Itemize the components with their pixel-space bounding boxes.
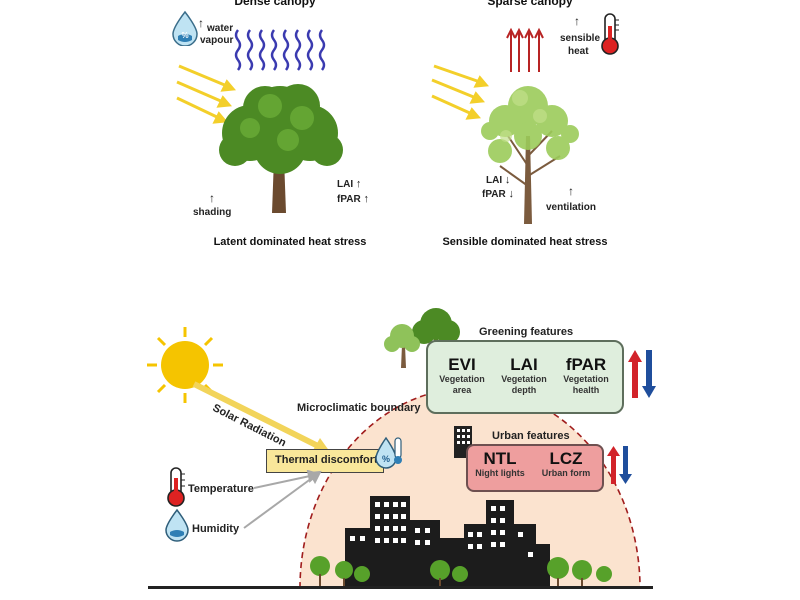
greening-features-box: [426, 340, 624, 414]
lcz-code: LCZ: [549, 449, 583, 468]
greening-feature-fpar: fPAR Vegetation health: [555, 356, 617, 396]
evi-code: EVI: [448, 355, 476, 374]
greening-up-down-arrows: [628, 350, 656, 398]
city-skyline: [310, 496, 612, 588]
dense-canopy-heading: Dense canopy: [234, 0, 316, 8]
thermal-humidity-icon: %: [375, 436, 402, 469]
urban-up-down-arrows: [607, 446, 632, 484]
sensible-heat-stress-caption: Sensible dominated heat stress: [442, 236, 608, 248]
ntl-code: NTL: [483, 449, 517, 468]
shading-label: shading: [193, 207, 232, 218]
urban-features-title: Urban features: [492, 430, 570, 442]
evi-desc-1: Vegetation: [439, 374, 485, 384]
sparse-tree-image: [481, 86, 579, 224]
sunlight-rays-dense: [176, 64, 237, 124]
humidity-drop-icon: [165, 508, 189, 542]
greening-features-title: Greening features: [479, 326, 574, 338]
dense-fpar-label: fPAR ↑: [337, 193, 369, 205]
thermal-discomfort-box: [266, 449, 384, 473]
sparse-lai-label: LAI ↓: [486, 174, 511, 186]
sensible-heat-up-arrow: ↑: [574, 14, 580, 28]
sparse-fpar-down-arrow: ↓: [508, 188, 514, 200]
humidity-label: Humidity: [192, 523, 240, 535]
greening-feature-lai: LAI Vegetation depth: [494, 356, 554, 396]
svg-text:%: %: [382, 454, 390, 464]
lai-code: LAI: [510, 355, 538, 374]
fpar-code: fPAR: [565, 355, 607, 374]
water-vapour-label-1: water: [207, 23, 234, 34]
water-vapour-waves: [234, 29, 326, 71]
urban-feature-ntl: NTL Night lights: [470, 450, 530, 479]
dense-tree-image: [219, 84, 343, 213]
dense-lai-label: LAI ↑: [337, 178, 362, 190]
greening-trees-image: [384, 308, 460, 368]
urban-features-box: [466, 444, 604, 492]
microclimatic-boundary-label: Microclimatic boundary: [297, 402, 421, 414]
sparse-canopy-heading: Sparse canopy: [487, 0, 573, 8]
fpar-desc-1: Vegetation: [563, 374, 609, 384]
top-panel: Dense canopy Sparse canopy % ↑ water vap…: [0, 0, 800, 260]
lai-desc-1: Vegetation: [501, 374, 547, 384]
water-vapour-label-2: vapour: [200, 35, 234, 46]
lai-desc-2: depth: [511, 385, 537, 395]
sensible-heat-label-1: sensible: [560, 33, 601, 44]
sparse-fpar-label: fPAR ↓: [482, 188, 514, 200]
sensible-heat-arrows: [506, 27, 544, 72]
sunlight-rays-sparse: [431, 64, 490, 120]
ground-line: [148, 586, 653, 589]
thermal-discomfort-label: Thermal discomfort: [275, 454, 378, 466]
ventilation-up-arrow: ↑: [568, 184, 574, 198]
dense-fpar-up-arrow: ↑: [363, 193, 369, 205]
svg-text:%: %: [181, 31, 188, 40]
urban-feature-lcz: LCZ Urban form: [536, 450, 596, 479]
water-vapour-up-arrow: ↑: [198, 16, 204, 30]
latent-heat-stress-caption: Latent dominated heat stress: [213, 236, 367, 248]
temperature-thermometer-icon: [167, 467, 185, 507]
evi-desc-2: area: [452, 385, 472, 395]
dense-lai-up-arrow: ↑: [355, 178, 362, 190]
ntl-desc: Night lights: [475, 468, 525, 478]
sensible-heat-label-2: heat: [568, 46, 589, 57]
greening-feature-evi: EVI Vegetation area: [432, 356, 492, 396]
sparse-lai-down-arrow: ↓: [504, 174, 511, 186]
fpar-desc-2: health: [572, 385, 600, 395]
water-drop-icon: %: [172, 10, 198, 46]
shading-up-arrow: ↑: [209, 191, 215, 205]
solar-radiation-arrow: [192, 381, 330, 452]
ventilation-label: ventilation: [546, 202, 597, 213]
input-arrows: [243, 470, 322, 529]
lcz-desc: Urban form: [541, 468, 591, 478]
temperature-label: Temperature: [188, 483, 254, 495]
thermometer-icon: [601, 13, 619, 55]
